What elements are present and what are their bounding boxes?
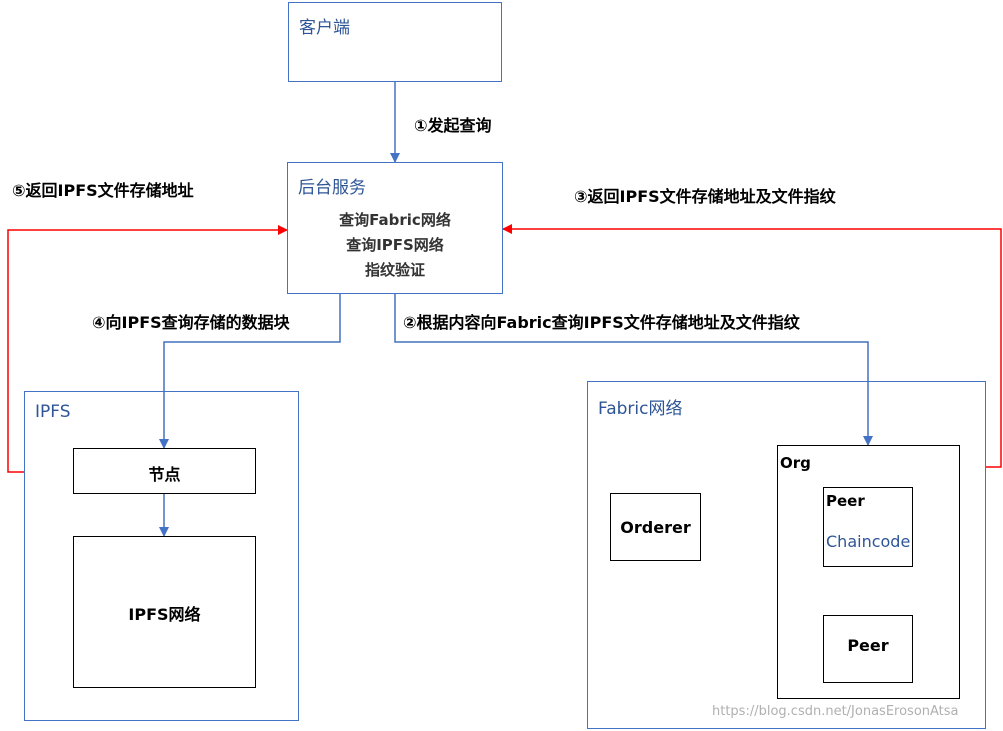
label-step4: ④向IPFS查询存储的数据块 bbox=[92, 313, 290, 332]
peer2-box: Peer bbox=[823, 615, 913, 683]
client-box: 客户端 bbox=[288, 2, 502, 82]
backend-line-verify: 指纹验证 bbox=[364, 261, 425, 279]
peer1-label: Peer bbox=[826, 492, 865, 510]
label-step1: ①发起查询 bbox=[414, 116, 492, 135]
orderer-box: Orderer bbox=[610, 493, 701, 561]
peer1-box: Peer Chaincode bbox=[823, 487, 913, 567]
watermark: https://blog.csdn.net/JonasErosonAtsa bbox=[712, 704, 959, 719]
backend-box: 后台服务 查询Fabric网络 查询IPFS网络 指纹验证 bbox=[287, 162, 503, 294]
label-step3: ③返回IPFS文件存储地址及文件指纹 bbox=[574, 187, 836, 206]
arrow-step5 bbox=[7, 225, 288, 473]
ipfs-network-box: IPFS网络 bbox=[73, 536, 256, 688]
orderer-label: Orderer bbox=[620, 518, 691, 537]
org-label: Org bbox=[780, 454, 811, 472]
label-step2: ②根据内容向Fabric查询IPFS文件存储地址及文件指纹 bbox=[403, 313, 800, 332]
arrow-step4 bbox=[159, 294, 341, 449]
arrow-step3 bbox=[502, 224, 1002, 468]
backend-line-ipfs: 查询IPFS网络 bbox=[346, 236, 444, 254]
backend-title: 后台服务 bbox=[298, 178, 366, 198]
arrow-step2 bbox=[394, 294, 873, 446]
ipfs-title: IPFS bbox=[35, 402, 71, 422]
ipfs-network-label: IPFS网络 bbox=[128, 605, 201, 624]
ipfs-node-box: 节点 bbox=[73, 448, 256, 494]
peer2-label: Peer bbox=[847, 636, 889, 655]
ipfs-node-label: 节点 bbox=[148, 465, 181, 484]
fabric-container: Fabric网络 bbox=[587, 381, 986, 729]
chaincode-label: Chaincode bbox=[826, 532, 911, 551]
client-title: 客户端 bbox=[299, 18, 350, 38]
org-box: Org bbox=[777, 445, 960, 699]
fabric-title: Fabric网络 bbox=[598, 399, 683, 419]
ipfs-container: IPFS bbox=[24, 391, 299, 721]
label-step5: ⑤返回IPFS文件存储地址 bbox=[12, 181, 194, 200]
backend-line-fabric: 查询Fabric网络 bbox=[339, 211, 451, 229]
